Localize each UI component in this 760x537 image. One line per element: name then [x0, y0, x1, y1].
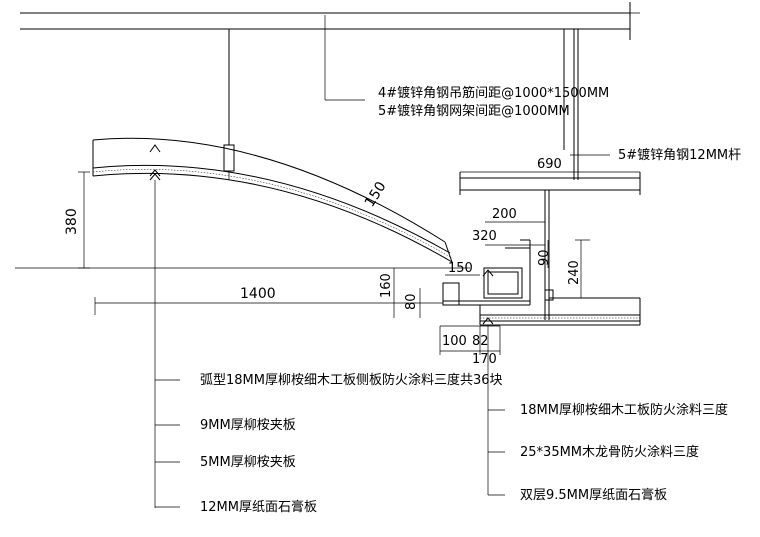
- box-structure: [442, 172, 641, 326]
- dimension-labels: 380 1400 150 690 200 320 90 240 150 160 …: [64, 157, 582, 367]
- dim-240: 240: [567, 260, 582, 285]
- dim-690: 690: [537, 157, 562, 172]
- dim-80: 80: [404, 293, 419, 310]
- note-left-1: 弧型18MM厚柳桉细木工板侧板防火涂料三度共36块: [200, 372, 503, 388]
- note-rod: 5#镀锌角钢12MM杆: [618, 147, 741, 163]
- dim-380: 380: [64, 208, 80, 235]
- note-left-2: 9MM厚柳桉夹板: [200, 418, 296, 433]
- note-hanger-1: 4#镀锌角钢吊筋间距@1000*1500MM: [378, 85, 609, 101]
- arc-panel: [92, 137, 453, 263]
- dim-150-arc: 150: [362, 179, 390, 210]
- annotations: 4#镀锌角钢吊筋间距@1000*1500MM 5#镀锌角钢网架间距@1000MM…: [200, 85, 741, 515]
- dim-160: 160: [379, 273, 394, 298]
- dim-320: 320: [472, 229, 497, 244]
- slab: [20, 2, 640, 40]
- arrows: [149, 144, 494, 325]
- note-left-3: 5MM厚柳桉夹板: [200, 455, 296, 470]
- dim-1400: 1400: [240, 286, 276, 302]
- note-right-3: 双层9.5MM厚纸面石膏板: [520, 487, 667, 503]
- note-right-2: 25*35MM木龙骨防火涂料三度: [520, 444, 699, 460]
- dim-170: 170: [472, 352, 497, 367]
- note-hanger-2: 5#镀锌角钢网架间距@1000MM: [378, 103, 570, 119]
- dim-90: 90: [537, 249, 552, 266]
- dim-150: 150: [448, 261, 473, 276]
- leader-lines: [154, 15, 610, 508]
- dim-82: 82: [472, 334, 489, 349]
- dim-100: 100: [442, 334, 467, 349]
- note-left-4: 12MM厚纸面石膏板: [200, 499, 317, 515]
- dim-200: 200: [492, 207, 517, 222]
- dimension-lines: [15, 171, 640, 355]
- note-right-1: 18MM厚柳桉细木工板防火涂料三度: [520, 402, 728, 418]
